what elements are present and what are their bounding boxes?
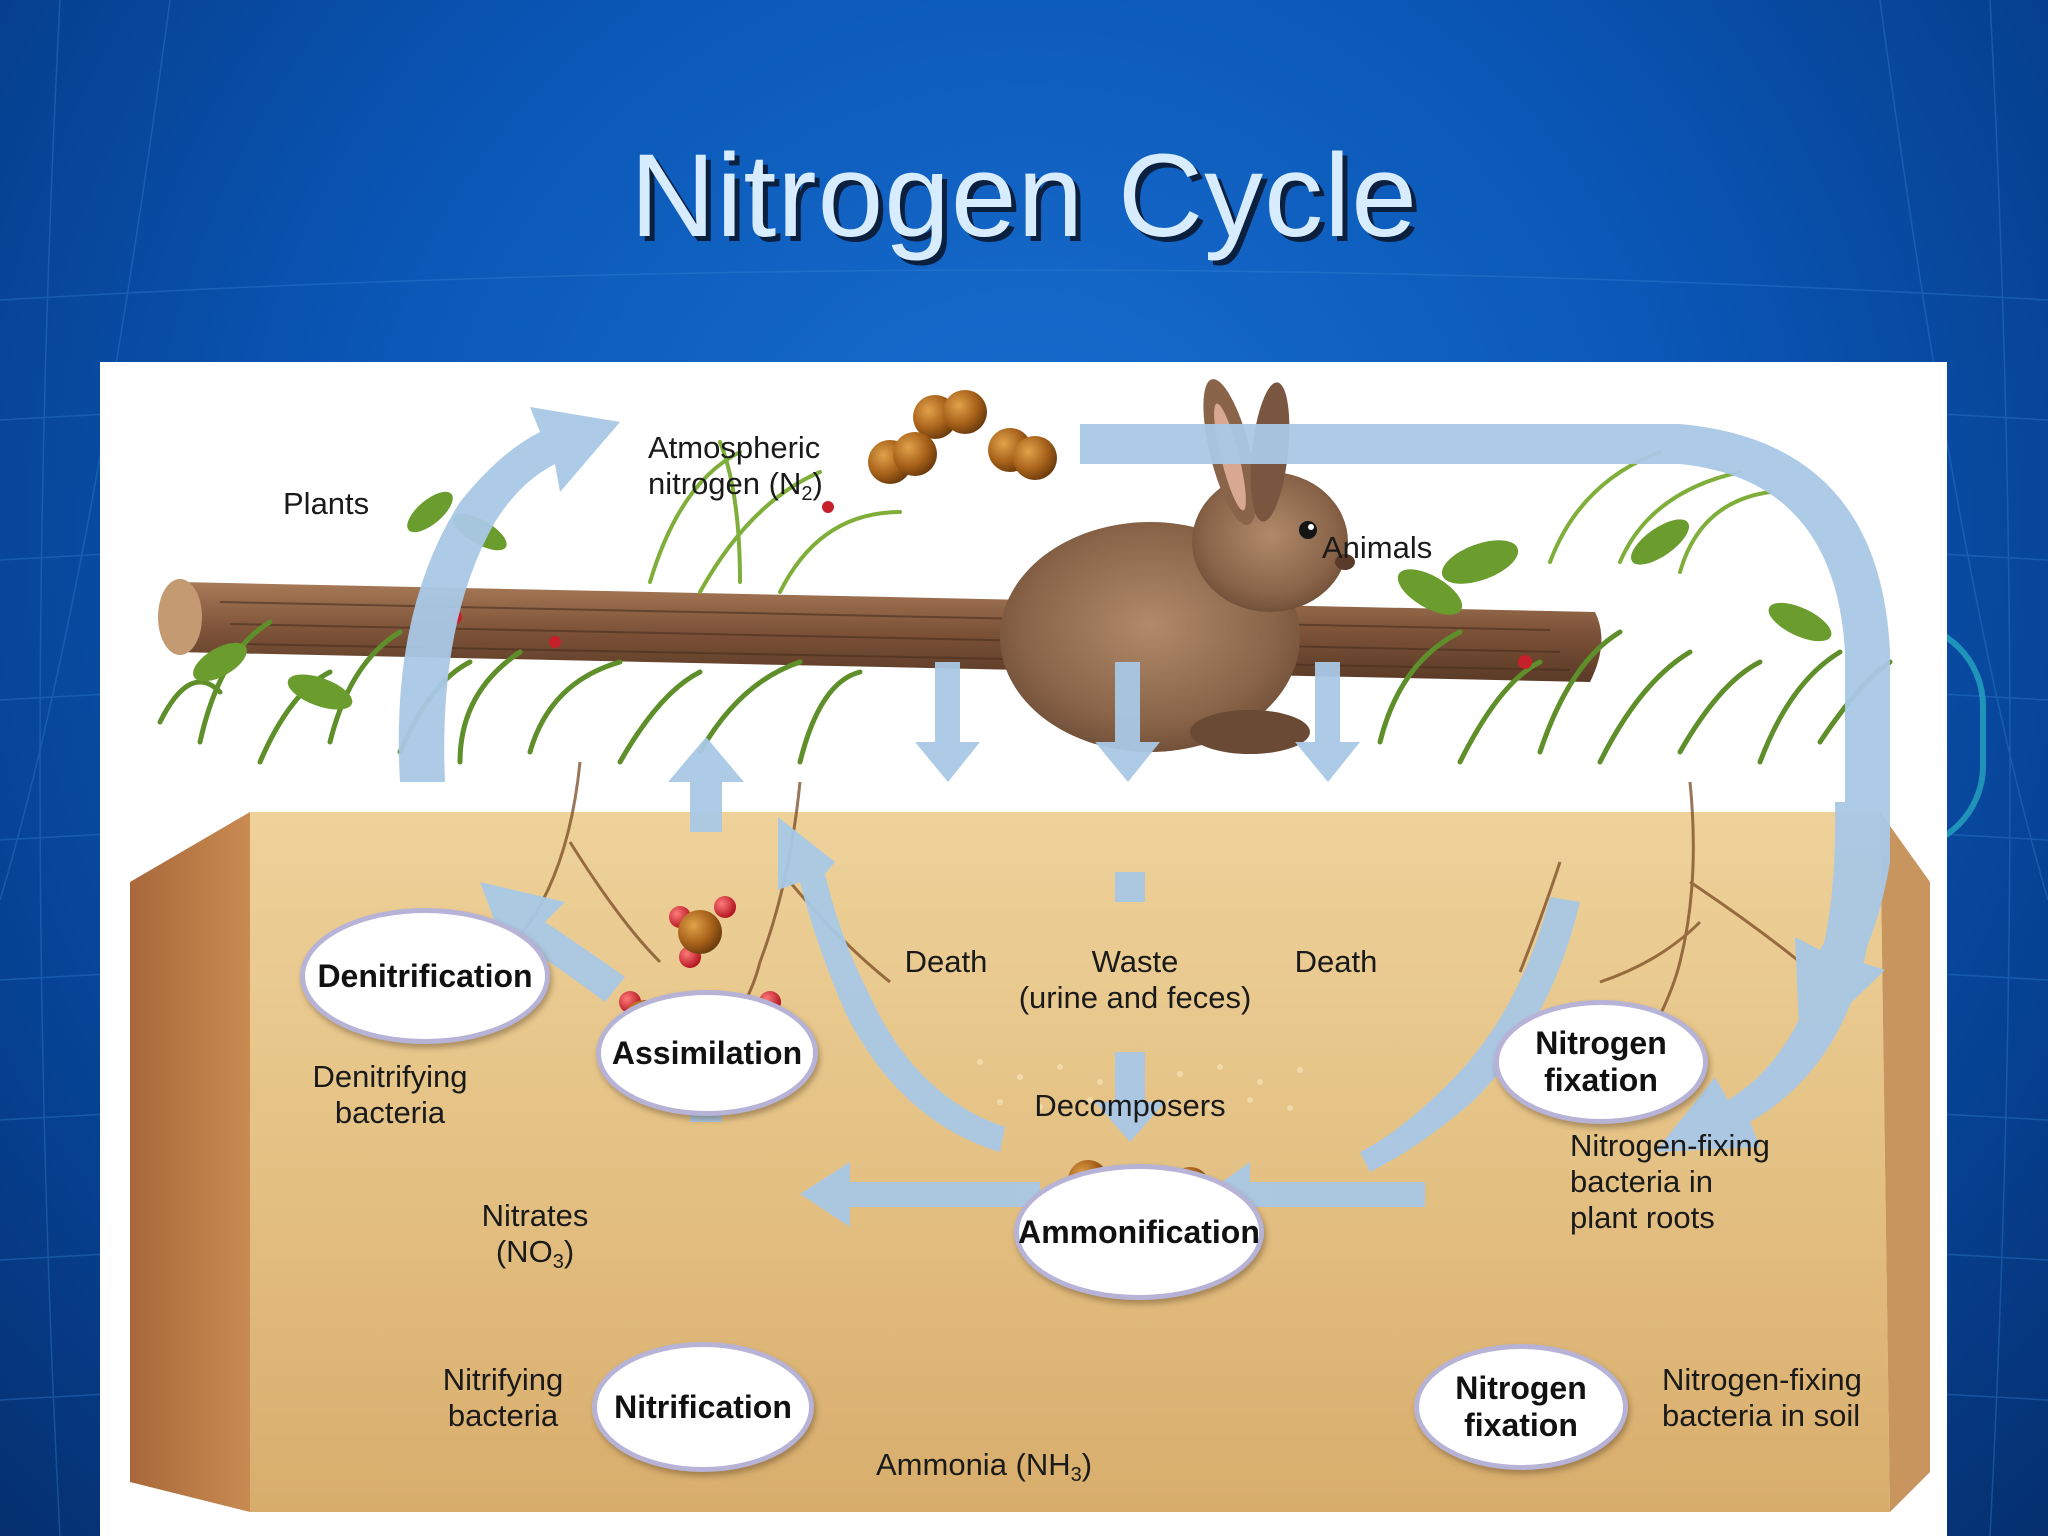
fallen-log (158, 579, 1602, 682)
slide-title: Nitrogen Cycle (630, 130, 1418, 262)
soil-block (130, 761, 1930, 1512)
diagram-illustration (130, 379, 1930, 1512)
plants-label: Plants (283, 486, 370, 521)
decomposers-label: Decomposers (1034, 1088, 1226, 1123)
death-label-right: Death (1294, 944, 1378, 979)
nitrogen-cycle-diagram: Atmospheric nitrogen (N2) Plants Animals… (100, 362, 1947, 1536)
n2-molecules (868, 390, 1057, 484)
nitrification-process: Nitrification (592, 1342, 814, 1472)
denitrification-process: Denitrification (300, 908, 550, 1044)
soil-bacteria-label: Nitrogen-fixing bacteria in soil (1662, 1362, 1862, 1433)
death-label-left: Death (904, 944, 988, 979)
waste-label: Waste (urine and feces) (1018, 944, 1252, 1015)
animals-label: Animals (1322, 530, 1433, 565)
ammonification-process: Ammonification (1014, 1164, 1264, 1300)
nitrates-label: Nitrates (NO3) (481, 1198, 589, 1273)
plant-roots-bacteria-label: Nitrogen-fixing bacteria in plant roots (1570, 1128, 1770, 1235)
atmospheric-nitrogen-label: Atmospheric nitrogen (N2) (648, 430, 823, 505)
nitrifying-bacteria-label: Nitrifying bacteria (442, 1362, 564, 1433)
ammonia-label: Ammonia (NH3) (876, 1447, 1093, 1486)
assimilation-process: Assimilation (596, 990, 818, 1116)
denitrifying-bacteria-label: Denitrifying bacteria (312, 1059, 468, 1130)
